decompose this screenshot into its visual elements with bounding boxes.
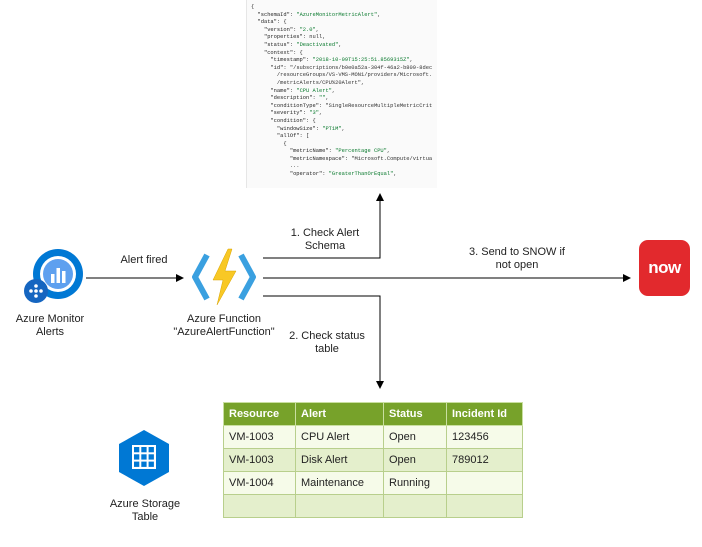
table-header-row: Resource Alert Status Incident Id	[223, 402, 523, 426]
json-line: "description": "",	[270, 95, 329, 102]
azure-monitor-label: Azure Monitor Alerts	[15, 313, 85, 338]
edge-label-check-status: 2. Check status table	[289, 330, 365, 355]
table-row	[223, 494, 523, 518]
cell-incident-id: 123456	[446, 425, 523, 449]
header-alert: Alert	[295, 402, 384, 426]
json-code: { "schemaId": "AzureMonitorMetricAlert",…	[247, 0, 437, 179]
header-resource: Resource	[223, 402, 296, 426]
cell-alert: Disk Alert	[295, 448, 384, 472]
header-status: Status	[383, 402, 447, 426]
status-table: Resource Alert Status Incident Id VM-100…	[223, 402, 523, 518]
cell-resource: VM-1004	[223, 471, 296, 495]
json-line: "id": "/subscriptions/b0e0a52a-304f-46a2…	[270, 64, 433, 71]
json-line: "windowSize": "PT1M",	[276, 125, 345, 132]
edge-check-schema	[263, 193, 384, 259]
azure-monitor-icon	[24, 249, 83, 303]
json-line: "severity": "3",	[270, 110, 323, 117]
table-row: VM-1004 Maintenance Running	[223, 471, 523, 495]
json-line: "operator": "GreaterThanOrEqual",	[289, 171, 397, 178]
json-line: {	[251, 4, 255, 10]
json-line: "version": "2.0",	[263, 26, 319, 33]
edge-label-alert-fired: Alert fired	[120, 254, 168, 266]
json-line: "context": {	[263, 49, 303, 56]
table-row: VM-1003 CPU Alert Open 123456	[223, 425, 523, 449]
json-line: "metricName": "Percentage CPU",	[289, 148, 391, 155]
json-line: /resourceGroups/VS-VMS-MON1/providers/Mi…	[251, 72, 433, 79]
json-line: "properties": null,	[263, 34, 326, 41]
json-line: "metricNamespace": "Microsoft.Compute/vi…	[289, 155, 433, 162]
cell-status: Open	[383, 425, 447, 449]
alert-schema-json: { "schemaId": "AzureMonitorMetricAlert",…	[246, 0, 437, 188]
storage-table-label: Azure Storage Table	[109, 498, 181, 523]
table-row: VM-1003 Disk Alert Open 789012	[223, 448, 523, 472]
header-incident-id: Incident Id	[446, 402, 523, 426]
cell-status: Open	[383, 448, 447, 472]
json-line: ...	[251, 163, 300, 170]
azure-function-label: Azure Function "AzureAlertFunction"	[173, 313, 275, 338]
cell-status	[383, 494, 447, 518]
json-line: "timestamp": "2018-10-09T15:25:51.856931…	[270, 57, 413, 64]
json-line: "schemaId": "AzureMonitorMetricAlert",	[257, 11, 381, 18]
cell-incident-id: 789012	[446, 448, 523, 472]
json-line: "status": "Deactivated",	[263, 41, 342, 48]
cell-status: Running	[383, 471, 447, 495]
json-line: "condition": {	[270, 117, 316, 124]
edge-check-status	[263, 295, 384, 389]
cell-incident-id	[446, 471, 523, 495]
cell-alert: CPU Alert	[295, 425, 384, 449]
servicenow-icon: now	[639, 240, 690, 296]
json-line: {	[251, 140, 287, 147]
json-line: "allOf": [	[276, 133, 310, 140]
cell-alert: Maintenance	[295, 471, 384, 495]
cell-alert	[295, 494, 384, 518]
storage-table-icon	[119, 430, 169, 486]
json-line: "conditionType": "SingleResourceMultiple…	[270, 102, 433, 109]
edge-label-send-snow: 3. Send to SNOW if not open	[469, 246, 565, 271]
cell-resource: VM-1003	[223, 448, 296, 472]
json-line: /metricAlerts/CPU%20Alert",	[251, 79, 365, 86]
edge-label-check-schema: 1. Check Alert Schema	[290, 227, 360, 252]
cell-resource	[223, 494, 296, 518]
json-line: "data": {	[257, 19, 287, 26]
cell-resource: VM-1003	[223, 425, 296, 449]
azure-function-icon	[192, 248, 256, 306]
cell-incident-id	[446, 494, 523, 518]
json-line: "name": "CPU Alert",	[270, 87, 336, 94]
